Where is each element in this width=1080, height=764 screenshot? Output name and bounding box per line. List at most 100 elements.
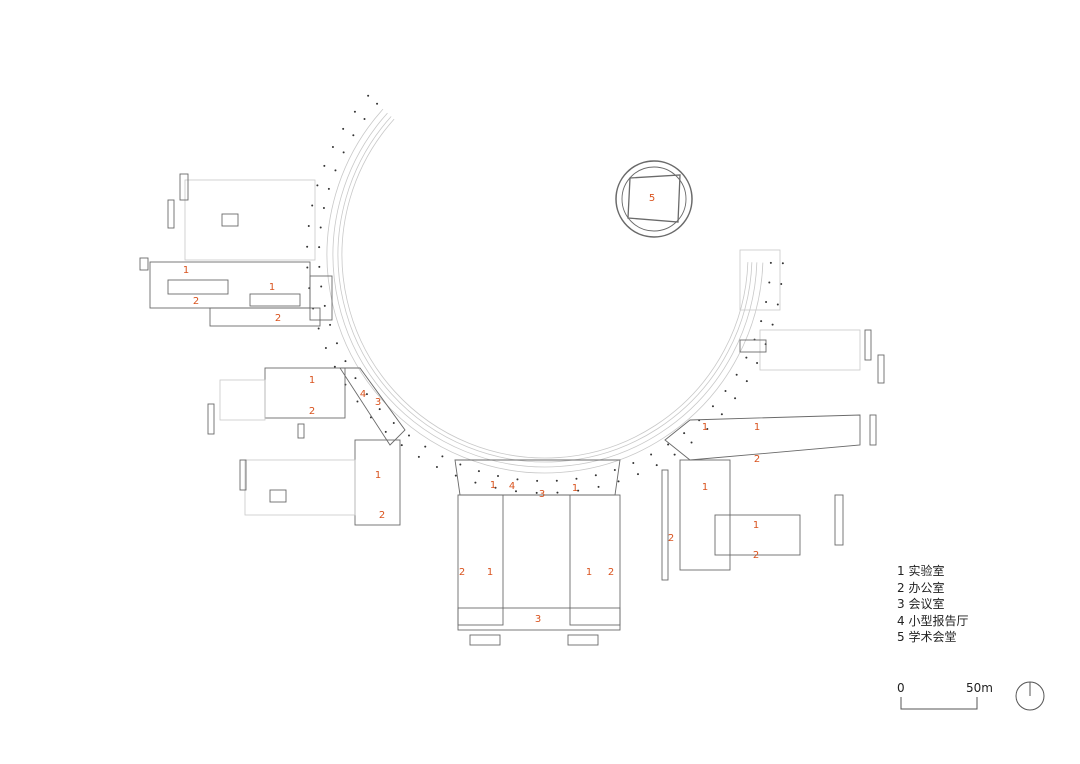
column-dot: [514, 490, 517, 493]
ring-arc: [337, 116, 753, 463]
column-dot: [306, 266, 309, 269]
scale-bar: [900, 697, 978, 710]
column-dot: [683, 432, 686, 435]
room-label: 1: [572, 483, 578, 494]
scale-end-label: 50m: [966, 681, 993, 695]
column-dot: [781, 262, 784, 265]
north-arrow-icon: [1015, 681, 1045, 711]
column-dot: [555, 479, 558, 482]
column-dot: [435, 466, 438, 469]
column-dot: [711, 405, 714, 408]
column-dot: [556, 491, 559, 494]
column-dot: [769, 261, 772, 264]
room-label: 3: [375, 397, 381, 408]
column-dot: [342, 151, 345, 154]
column-dot: [494, 486, 497, 489]
room-label: 1: [375, 470, 381, 481]
column-dot: [354, 377, 357, 380]
legend-item: 1 实验室: [897, 564, 945, 578]
column-dot: [780, 283, 783, 286]
legend: 1 实验室 2 办公室 3 会议室 4 小型报告厅 5 学术会堂: [897, 563, 968, 646]
column-dot: [333, 365, 336, 368]
column-dot: [771, 323, 774, 326]
column-dot: [497, 475, 500, 478]
column-dot: [735, 373, 738, 376]
room-label: 2: [309, 406, 315, 417]
column-dot: [316, 184, 319, 187]
room-label: 4: [509, 481, 515, 492]
column-dot: [594, 474, 597, 477]
column-dot: [765, 300, 768, 303]
room-label: 2: [608, 567, 614, 578]
column-dot: [392, 421, 395, 424]
column-dot: [335, 342, 338, 345]
column-dot: [720, 413, 723, 416]
column-dot: [352, 134, 355, 137]
column-dot: [307, 224, 310, 227]
column-dot: [756, 362, 759, 365]
column-dot: [365, 393, 368, 396]
column-dot: [477, 470, 480, 473]
column-dot: [384, 430, 387, 433]
academic-hall-tower: [615, 160, 693, 238]
column-dot: [535, 491, 538, 494]
column-dot: [400, 444, 403, 447]
column-dot: [577, 489, 580, 492]
column-dot: [776, 303, 779, 306]
room-label: 2: [379, 510, 385, 521]
room-label: 1: [586, 567, 592, 578]
column-dot: [734, 397, 737, 400]
column-dot: [320, 285, 323, 288]
room-label: 2: [193, 296, 199, 307]
column-dot: [597, 485, 600, 488]
column-dot: [673, 453, 676, 456]
column-dot: [363, 117, 366, 120]
legend-item: 3 会议室: [897, 597, 945, 611]
room-label: 2: [668, 533, 674, 544]
column-dot: [323, 304, 326, 307]
west-middle-wing: [207, 367, 406, 526]
room-label: 4: [360, 389, 366, 400]
ring-arc: [332, 112, 758, 468]
column-dot: [342, 127, 345, 130]
column-dot: [536, 479, 539, 482]
east-wing: [661, 249, 885, 581]
column-dot: [306, 245, 309, 248]
column-dot: [318, 265, 321, 268]
column-dot: [319, 226, 322, 229]
column-dot: [690, 441, 693, 444]
column-dot: [441, 455, 444, 458]
column-dot: [324, 346, 327, 349]
column-dot: [311, 204, 314, 207]
room-label: 5: [649, 193, 655, 204]
legend-item: 5 学术会堂: [897, 630, 957, 644]
column-dot: [318, 246, 321, 249]
room-label: 1: [487, 567, 493, 578]
column-dot: [331, 145, 334, 148]
column-dot: [575, 477, 578, 480]
room-label: 1: [183, 265, 189, 276]
column-dot: [636, 473, 639, 476]
column-dot: [317, 327, 320, 330]
column-dot: [407, 434, 410, 437]
column-dot: [367, 94, 370, 97]
ring-arc: [341, 118, 749, 459]
room-label: 3: [535, 614, 541, 625]
ring-arc: [326, 108, 764, 474]
column-dot: [344, 360, 347, 363]
room-label: 1: [753, 520, 759, 531]
room-label: 1: [702, 482, 708, 493]
column-dot: [706, 428, 709, 431]
room-label: 1: [309, 375, 315, 386]
column-dot: [327, 187, 330, 190]
central-ring-arcade: [306, 94, 784, 494]
room-label: 3: [539, 489, 545, 500]
west-upper-wing: [139, 173, 333, 327]
column-dot: [417, 455, 420, 458]
column-dot: [322, 207, 325, 210]
column-dot: [474, 481, 477, 484]
room-label: 1: [269, 282, 275, 293]
column-dot: [459, 463, 462, 466]
scale-start-label: 0: [897, 681, 905, 695]
